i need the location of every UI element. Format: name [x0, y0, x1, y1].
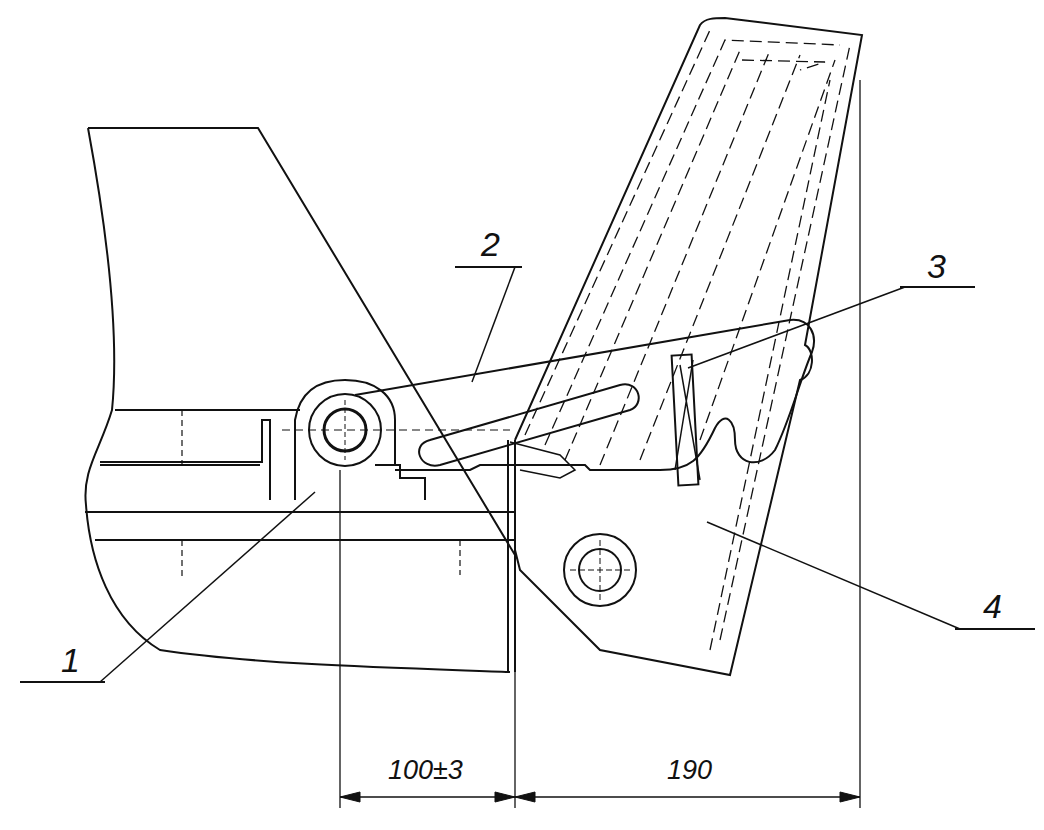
dimension-value: 190: [667, 755, 712, 785]
callout-number: 4: [983, 587, 1002, 625]
label-holder: 4: [983, 589, 1002, 623]
label-holder: 190: [667, 757, 712, 784]
dimension-value: 100±3: [388, 755, 463, 785]
callout-number: 1: [61, 641, 80, 679]
label-holder: 100±3: [388, 757, 463, 784]
callout-number: 2: [481, 225, 500, 263]
callout-number: 3: [927, 247, 946, 285]
label-holder: 2: [481, 227, 500, 261]
label-holder: 3: [927, 249, 946, 283]
label-holder: 1: [61, 643, 80, 677]
